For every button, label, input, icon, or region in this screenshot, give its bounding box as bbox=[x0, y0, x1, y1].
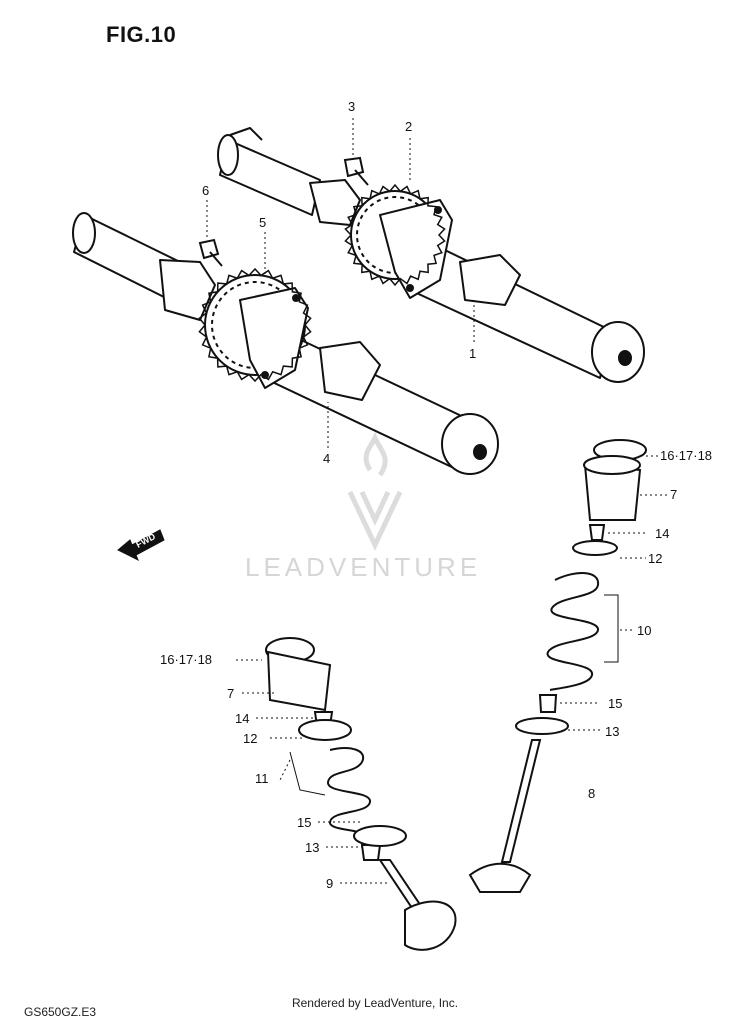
bolt-6 bbox=[198, 238, 223, 267]
callout-r-12: 12 bbox=[648, 551, 663, 566]
figure-code: GS650GZ.E3 bbox=[24, 1005, 97, 1019]
valve-stem-right bbox=[500, 739, 542, 863]
callout-1: 1 bbox=[469, 346, 477, 361]
callout-6: 6 bbox=[202, 183, 210, 198]
callout-r-7: 7 bbox=[670, 487, 678, 502]
callout-l-13: 13 bbox=[305, 840, 320, 855]
callout-l-15: 15 bbox=[297, 815, 312, 830]
footer-credit: Rendered by LeadVenture, Inc. bbox=[291, 996, 459, 1010]
callout-l-11: 11 bbox=[255, 771, 269, 786]
callout-r-14: 14 bbox=[655, 526, 670, 541]
callout-2: 2 bbox=[405, 119, 413, 134]
spring-seat-left bbox=[353, 825, 407, 847]
callout-l-14: 14 bbox=[235, 711, 250, 726]
watermark-text: LEADVENTURE bbox=[245, 552, 482, 582]
leadventure-logo-watermark bbox=[347, 431, 403, 551]
valve-assembly-right bbox=[468, 439, 647, 893]
camshaft-lower bbox=[72, 212, 499, 475]
sprocket-upper-teeth bbox=[344, 183, 446, 287]
tappet-left bbox=[266, 650, 332, 712]
retainer-left bbox=[298, 719, 352, 741]
leader-lines-right bbox=[560, 455, 668, 731]
figure-title: FIG.10 bbox=[106, 22, 177, 47]
leader-lines-left bbox=[236, 659, 390, 884]
callout-r-16-17-18: 16·17·18 bbox=[660, 448, 713, 463]
valve-head-left bbox=[404, 900, 457, 951]
callout-3: 3 bbox=[348, 99, 356, 114]
valve-assembly-left bbox=[265, 637, 457, 951]
callout-r-10: 10 bbox=[637, 623, 652, 638]
valve-head-right bbox=[468, 862, 532, 893]
spring-seat-right bbox=[515, 717, 569, 735]
cotter-right bbox=[588, 524, 606, 541]
callout-4: 4 bbox=[323, 451, 331, 466]
spring-left bbox=[327, 747, 371, 841]
callout-l-12: 12 bbox=[243, 731, 258, 746]
callout-l-16-17-18: 16·17·18 bbox=[160, 652, 213, 667]
camshaft-upper bbox=[217, 127, 645, 383]
callout-l-9: 9 bbox=[326, 876, 334, 891]
sprocket-lower-teeth bbox=[198, 267, 312, 383]
callout-r-15: 15 bbox=[608, 696, 623, 711]
callout-r-8: 8 bbox=[588, 786, 596, 801]
seal-left bbox=[360, 844, 382, 861]
retainer-right bbox=[572, 540, 618, 556]
leader-lines-camshafts bbox=[206, 118, 475, 448]
callout-r-13: 13 bbox=[605, 724, 620, 739]
callout-l-7: 7 bbox=[227, 686, 235, 701]
forward-arrow-icon: FWD bbox=[117, 529, 165, 562]
seal-right bbox=[538, 694, 558, 713]
spring-right bbox=[546, 572, 600, 691]
bolt-3 bbox=[343, 156, 369, 186]
callout-5: 5 bbox=[259, 215, 267, 230]
